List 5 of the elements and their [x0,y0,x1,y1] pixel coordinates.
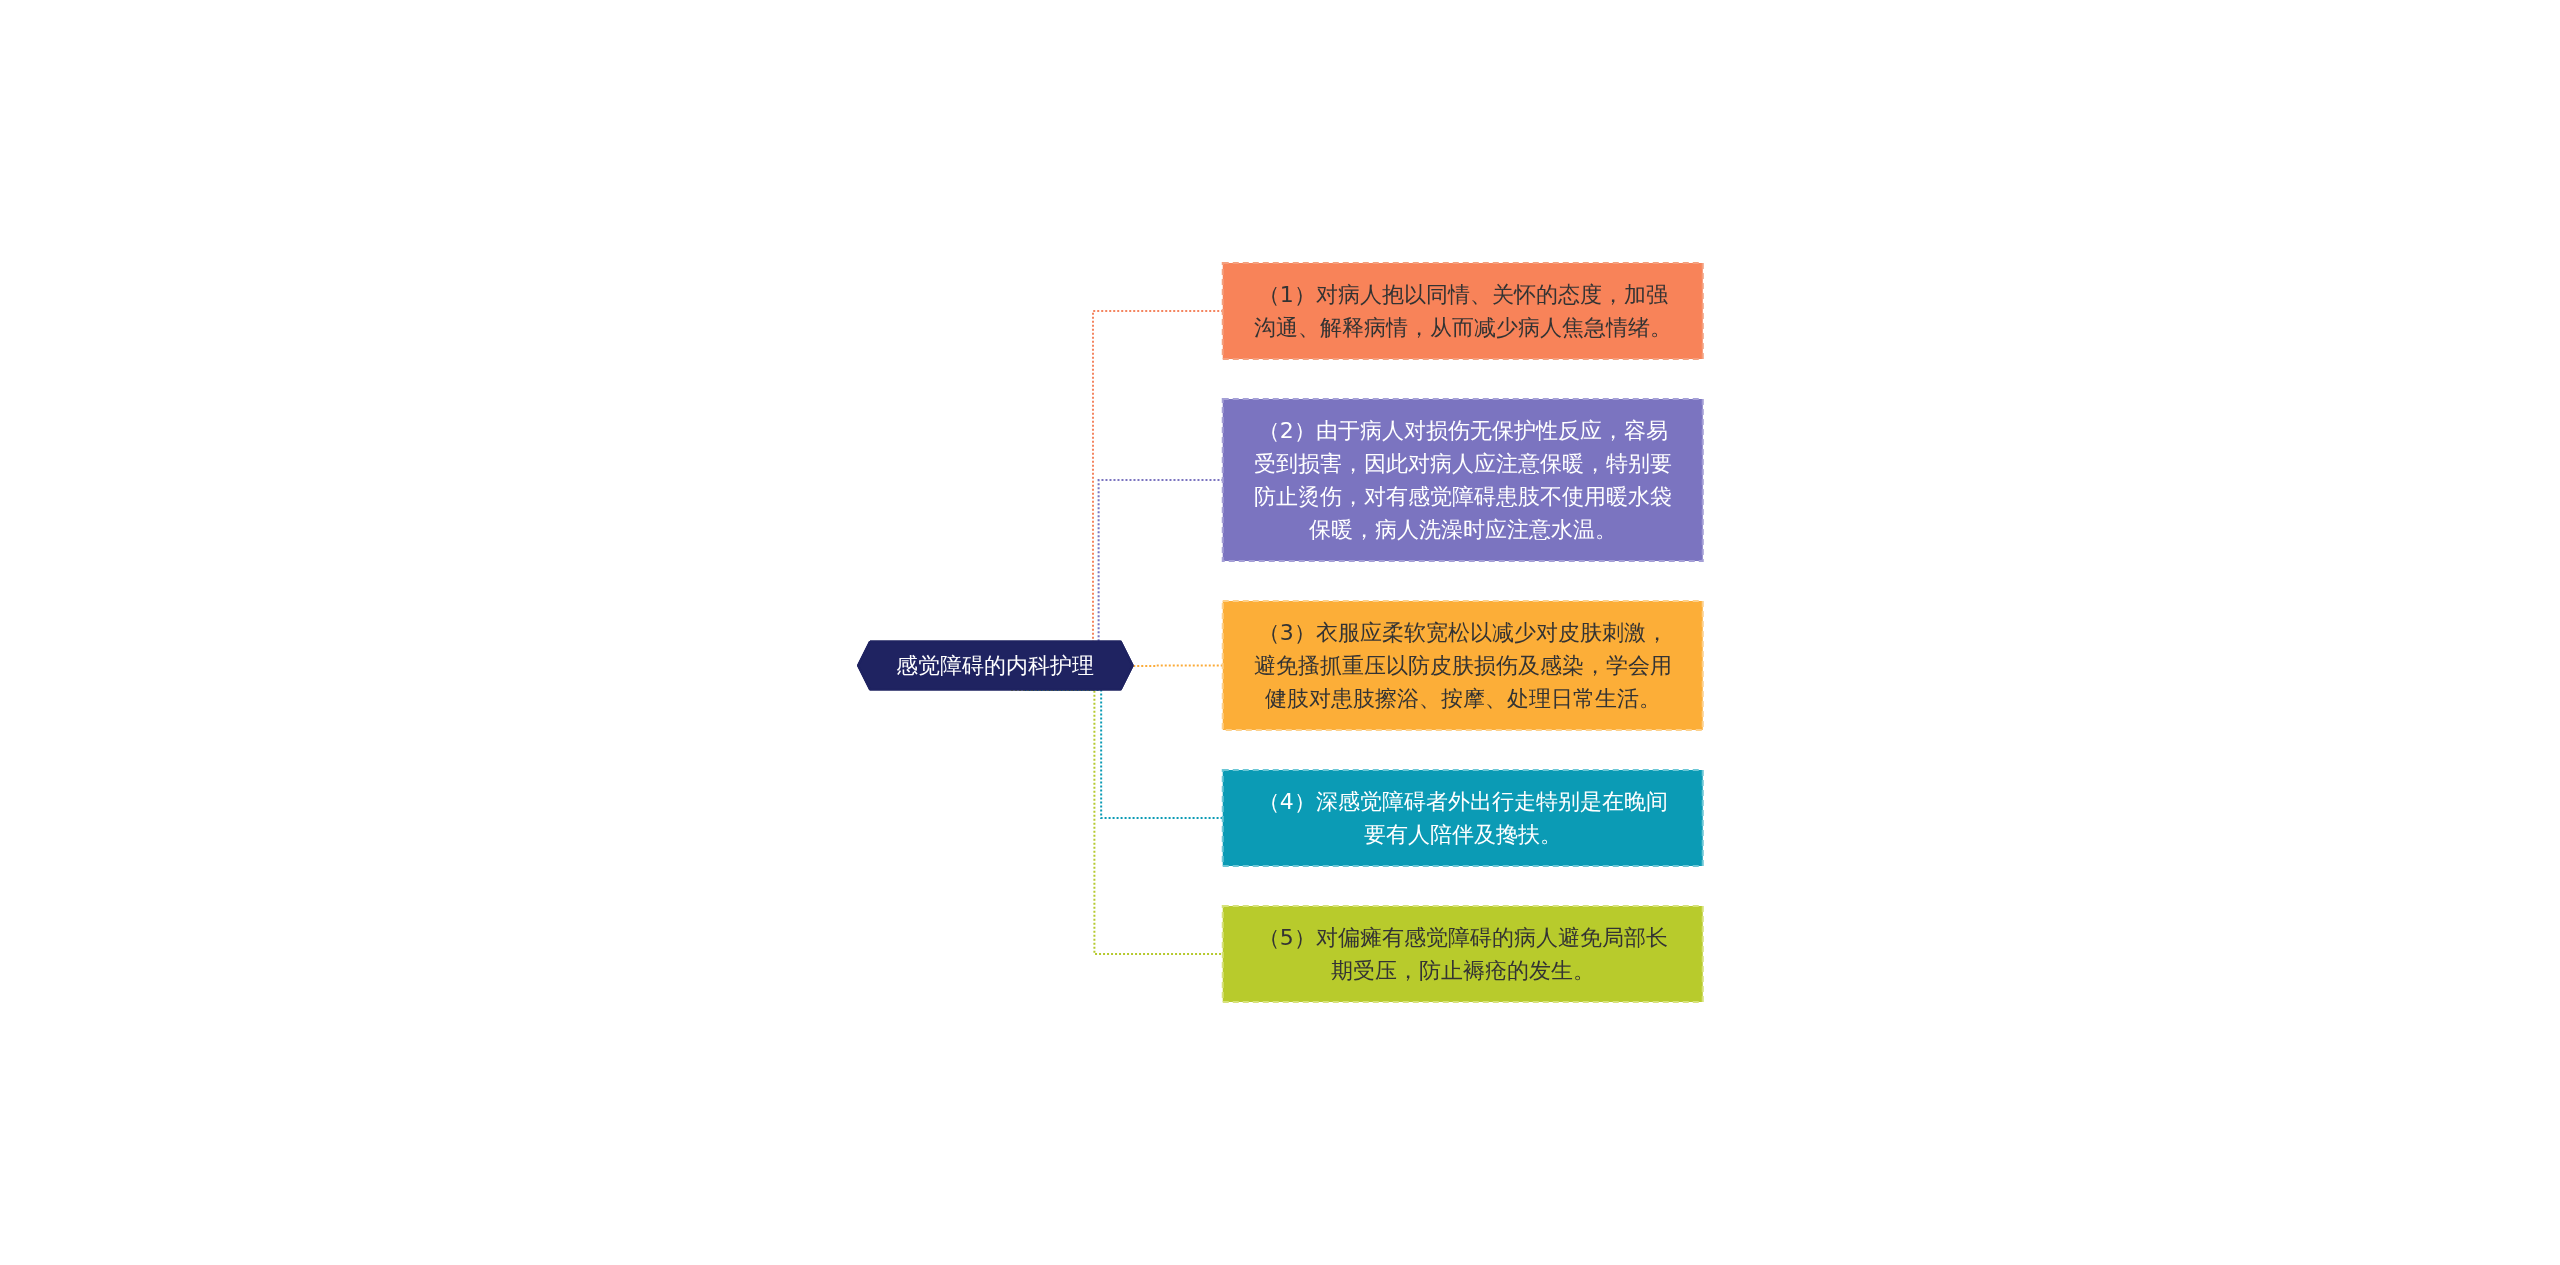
node-box: （4）深感觉障碍者外出行走特别是在晚间要有人陪伴及搀扶。 [1221,769,1704,867]
node-box: （2）由于病人对损伤无保护性反应，容易受到损害，因此对病人应注意保暖，特别要防止烫伤，对有感觉障碍患肢不使用暖水袋保暖，病人洗澡时应注意水温。 [1221,398,1704,562]
node-box: （1）对病人抱以同情、关怀的态度，加强沟通、解释病情，从而减少病人焦急情绪。 [1221,262,1704,360]
node-box: （3）衣服应柔软宽松以减少对皮肤刺激，避免搔抓重压以防皮肤损伤及感染，学会用健肢对患肢擦浴、按摩、处理日常生活。 [1221,600,1704,731]
node-box: （5）对偏瘫有感觉障碍的病人避免局部长期受压，防止褥疮的发生。 [1221,905,1704,1003]
